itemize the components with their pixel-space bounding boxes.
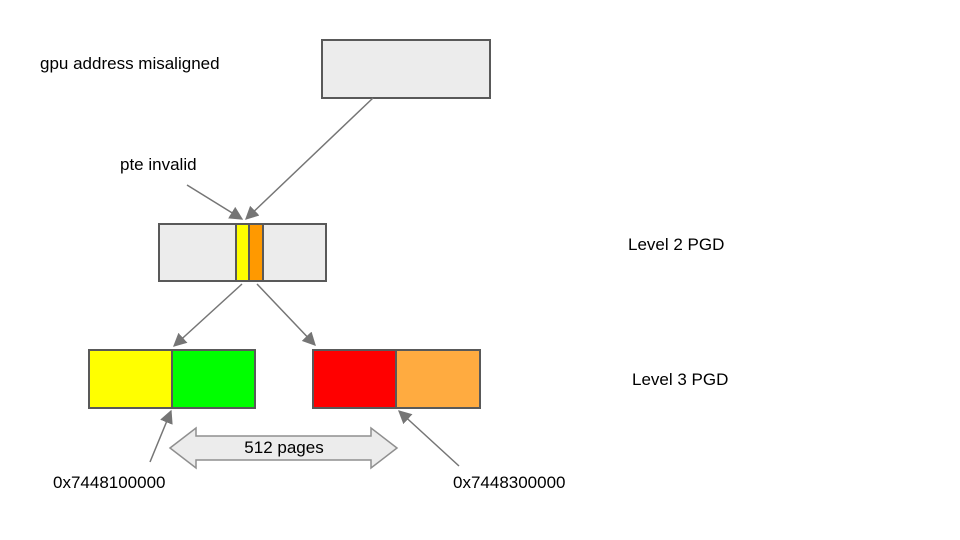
- pte-invalid-label: pte invalid: [120, 155, 197, 174]
- arrow-level2-to-left-level3: [173, 283, 243, 347]
- span-label: 512 pages: [244, 438, 323, 457]
- page-block-green: [171, 349, 256, 409]
- pte-orange-stripe: [248, 223, 264, 282]
- addr-left-label: 0x7448100000: [53, 473, 166, 492]
- gpu-misaligned-label: gpu address misaligned: [40, 54, 220, 73]
- root-box: [321, 39, 491, 99]
- arrow-addr-right-pointer: [398, 410, 460, 467]
- pte-yellow-stripe: [235, 223, 250, 282]
- span-double-arrow: [168, 426, 399, 470]
- page-block-orange: [395, 349, 481, 409]
- addr-right-label: 0x7448300000: [453, 473, 566, 492]
- level2-pgd-label: Level 2 PGD: [628, 235, 724, 254]
- page-block-yellow: [88, 349, 173, 409]
- arrow-level2-to-right-level3: [256, 283, 316, 346]
- arrow-addr-left-pointer: [149, 409, 173, 463]
- page-block-red: [312, 349, 397, 409]
- arrow-root-to-level2: [245, 97, 374, 220]
- arrow-pte-invalid-pointer: [186, 184, 244, 220]
- level3-pgd-label: Level 3 PGD: [632, 370, 728, 389]
